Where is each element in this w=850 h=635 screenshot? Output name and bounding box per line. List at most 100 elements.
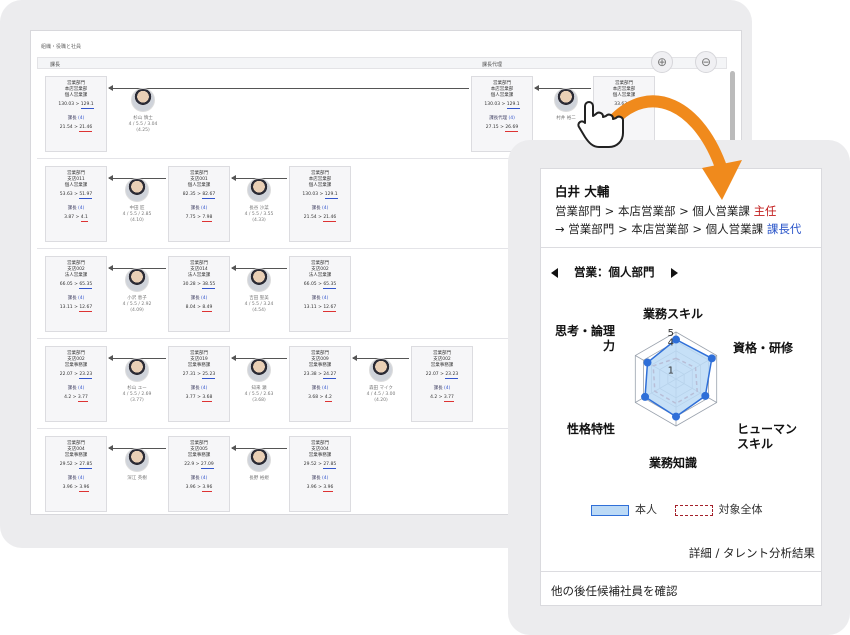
card-score-to: 26.69 xyxy=(505,125,518,132)
card-value-to: 23.23 xyxy=(445,372,458,379)
card-scores: 3.77 > 3.68 xyxy=(169,395,229,402)
card-value-from: 82.35 xyxy=(183,192,196,197)
card-role-label: 課長 xyxy=(68,476,77,481)
card-value-from: 30.28 xyxy=(183,282,196,287)
divider-bottom xyxy=(541,571,822,572)
employee-avatar-block[interactable]: 小沢 恵子4 / 5.5 / 2.92(4.09) xyxy=(107,268,167,328)
position-card[interactable]: 営業部門支店009営業事務課23.38 > 24.27課長 (4)3.68 > … xyxy=(289,346,351,422)
position-card[interactable]: 営業部門支店014法人営業課30.28 > 38.55課長 (4)8.04 > … xyxy=(168,256,230,332)
radar-point-self xyxy=(641,393,649,401)
radar-legend: 本人 対象全体 xyxy=(591,501,763,517)
card-role-label: 課長 xyxy=(312,206,321,211)
employee-avatar-block[interactable]: 長谷 沙菜4 / 5.5 / 3.55(4.33) xyxy=(229,178,289,238)
position-card[interactable]: 営業部門支店005営業事務課22.9 > 27.09課長 (4)3.96 > 3… xyxy=(168,436,230,512)
card-score-to: 3.77 xyxy=(78,395,88,402)
employee-avatar-block[interactable]: 深江 英樹 xyxy=(107,448,167,508)
card-role: 課長 (4) xyxy=(169,476,229,482)
card-headcount: 130.03 > 129.1 xyxy=(472,102,532,109)
card-value-to: 51.97 xyxy=(79,192,92,199)
card-scores: 4.2 > 3.77 xyxy=(46,395,106,402)
employee-score-sub: (3.68) xyxy=(229,398,289,404)
radar-point-self xyxy=(644,359,652,367)
employee-avatar-block[interactable]: 杉山 慎士4 / 5.5 / 3.04(4.25) xyxy=(113,88,173,148)
employee-avatar-block[interactable]: 長野 裕規 xyxy=(229,448,289,508)
card-scores: 3.87 > 4.1 xyxy=(46,215,106,222)
employee-name: 長野 裕規 xyxy=(229,476,289,482)
card-role-count: (4) xyxy=(78,296,84,301)
employee-avatar-block[interactable]: 村井 裕二 xyxy=(536,88,596,148)
employee-name: 深江 英樹 xyxy=(107,476,167,482)
category-switcher: 営業：個人部門 xyxy=(551,264,678,280)
employee-score-sub: (4.54) xyxy=(229,308,289,314)
card-headcount: 130.03 > 129.1 xyxy=(46,102,106,109)
zoom-out-icon: ⊖ xyxy=(701,55,711,69)
card-role-label: 課長代理 xyxy=(489,116,507,121)
position-card[interactable]: 営業部門支店019営業事務課27.31 > 25.23課長 (4)3.77 > … xyxy=(168,346,230,422)
position-card[interactable]: 営業部門支店002法人営業課66.05 > 65.35課長 (4)13.11 >… xyxy=(289,256,351,332)
employee-score-sub: (4.10) xyxy=(107,218,167,224)
card-scores: 21.54 > 21.46 xyxy=(290,215,350,222)
card-team: 営業事務課 xyxy=(290,363,350,369)
card-role: 課長 (4) xyxy=(46,296,106,302)
card-role: 課長 (4) xyxy=(46,206,106,212)
card-scores: 21.54 > 21.46 xyxy=(46,125,106,132)
next-path: → 営業部門 > 本店営業部 > 個人営業課 xyxy=(555,222,767,236)
employee-avatar-block[interactable]: 杉山 ユー4 / 5.5 / 2.69(3.77) xyxy=(107,358,167,418)
card-value-to: 25.23 xyxy=(202,372,215,379)
radar-scale-label: 4 xyxy=(668,337,674,348)
detail-link[interactable]: 詳細 / タレント分析結果 xyxy=(689,545,815,561)
card-role: 課長 (4) xyxy=(46,116,106,122)
zoom-out-button[interactable]: ⊖ xyxy=(695,51,717,73)
next-title: 課長代 xyxy=(767,222,802,236)
column-header-left: 課長 xyxy=(50,61,60,68)
position-card[interactable]: 営業部門支店004営業事務課29.52 > 27.85課長 (4)3.96 > … xyxy=(45,436,107,512)
card-team: 個人営業課 xyxy=(46,93,106,99)
card-role-label: 課長 xyxy=(191,386,200,391)
card-score-from: 3.77 xyxy=(186,395,196,400)
employee-avatar-block[interactable]: 森田 マイク4 / 4.5 / 3.00(4.20) xyxy=(351,358,411,418)
position-card[interactable]: 営業部門支店002法人営業課66.05 > 65.35課長 (4)13.11 >… xyxy=(45,256,107,332)
prev-category-icon[interactable] xyxy=(551,268,558,278)
card-headcount: 23.38 > 24.27 xyxy=(290,372,350,379)
card-team: 個人営業課 xyxy=(594,93,654,99)
card-scores: 27.15 > 26.69 xyxy=(472,125,532,132)
card-headcount: 33.63 > xyxy=(594,102,654,108)
card-score-from: 7.75 xyxy=(186,215,196,220)
employee-avatar-block[interactable]: 吉田 聖美4 / 5.5 / 3.24(4.54) xyxy=(229,268,289,328)
breadcrumb: 組織・役職と社員 xyxy=(41,43,81,50)
card-team: 営業事務課 xyxy=(46,453,106,459)
avatar xyxy=(247,358,271,382)
avatar xyxy=(247,178,271,202)
zoom-in-button[interactable]: ⊕ xyxy=(651,51,673,73)
card-team: 営業事務課 xyxy=(290,453,350,459)
card-value-from: 130.03 xyxy=(484,102,500,107)
position-card[interactable]: 営業部門支店002営業事務課22.07 > 23.23課長 (4)4.2 > 3… xyxy=(411,346,473,422)
card-role-count: (4) xyxy=(509,116,515,121)
position-card[interactable]: 営業部門本店営業部個人営業課130.03 > 129.1課長 (4)21.54 … xyxy=(289,166,351,242)
position-card[interactable]: 営業部門本店営業部個人営業課130.03 > 129.1課長 (4)21.54 … xyxy=(45,76,107,152)
radar-series-self xyxy=(645,340,712,417)
card-value-to: 82.67 xyxy=(202,192,215,199)
position-card[interactable]: 営業部門支店002営業事務課22.07 > 23.23課長 (4)4.2 > 3… xyxy=(45,346,107,422)
position-card[interactable]: 営業部門支店004営業事務課29.52 > 27.85課長 (4)3.96 > … xyxy=(289,436,351,512)
position-card[interactable]: 営業部門支店011個人営業課53.63 > 51.97課長 (4)3.87 > … xyxy=(45,166,107,242)
avatar xyxy=(125,358,149,382)
other-candidates-link[interactable]: 他の後任候補社員を確認 xyxy=(551,583,678,599)
card-value-from: 66.05 xyxy=(304,282,317,287)
position-card[interactable]: 営業部門支店001個人営業課82.35 > 82.67課長 (4)7.75 > … xyxy=(168,166,230,242)
next-category-icon[interactable] xyxy=(671,268,678,278)
axis-label-logical-thinking: 思考・論理 力 xyxy=(555,324,615,354)
legend-self-label: 本人 xyxy=(635,503,657,516)
card-role-count: (4) xyxy=(322,476,328,481)
divider xyxy=(541,247,822,248)
employee-score-sub: (3.77) xyxy=(107,398,167,404)
employee-name: 村井 裕二 xyxy=(536,116,596,122)
employee-avatar-block[interactable]: 知来 瀬4 / 5.5 / 2.63(3.68) xyxy=(229,358,289,418)
card-role: 課長 (4) xyxy=(290,206,350,212)
current-title: 主任 xyxy=(754,204,777,218)
card-headcount: 82.35 > 82.67 xyxy=(169,192,229,199)
card-role-label: 課長 xyxy=(434,386,443,391)
card-score-from: 3.96 xyxy=(307,485,317,490)
card-role-label: 課長 xyxy=(68,386,77,391)
employee-avatar-block[interactable]: 中田 匠4 / 5.5 / 2.85(4.10) xyxy=(107,178,167,238)
